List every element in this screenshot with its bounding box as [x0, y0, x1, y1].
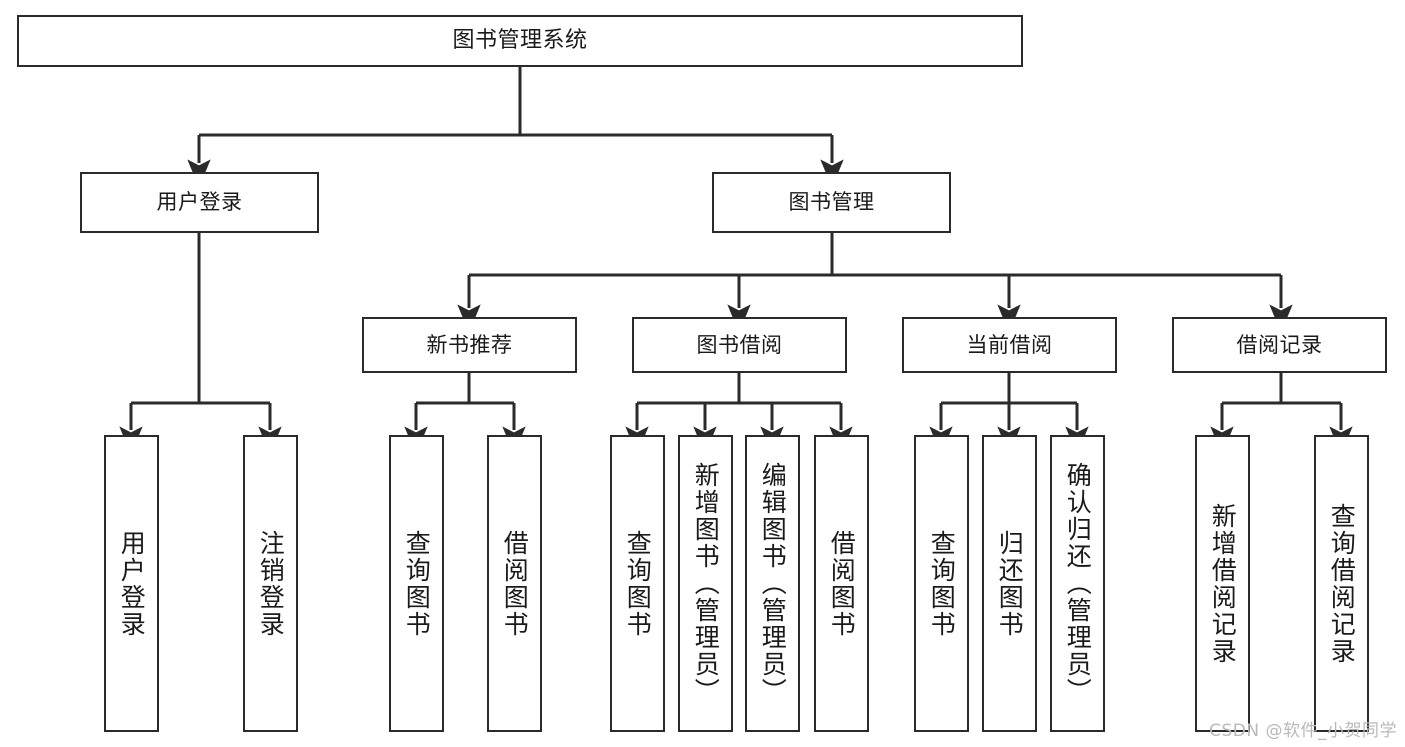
- leaf-query-book-borrow[interactable]: 查询图书: [610, 435, 665, 732]
- leaf-borrow-book-label: 借阅图书: [827, 529, 857, 638]
- node-book-borrow-label: 图书借阅: [696, 332, 783, 357]
- leaf-borrow-book-recommend-label: 借阅图书: [500, 529, 530, 638]
- leaf-confirm-return-admin[interactable]: 确认归还（管理员）: [1050, 435, 1105, 732]
- node-root-label: 图书管理系统: [452, 28, 588, 54]
- leaf-query-book-recommend[interactable]: 查询图书: [389, 435, 444, 732]
- leaf-user-login[interactable]: 用户登录: [104, 435, 159, 732]
- leaf-query-book-current-label: 查询图书: [927, 529, 957, 638]
- node-new-book-recommend-label: 新书推荐: [426, 332, 513, 357]
- leaf-borrow-book-recommend[interactable]: 借阅图书: [487, 435, 542, 732]
- leaf-query-borrow-record[interactable]: 查询借阅记录: [1314, 435, 1369, 732]
- node-borrow-records[interactable]: 借阅记录: [1172, 317, 1387, 373]
- leaf-user-logout[interactable]: 注销登录: [243, 435, 298, 732]
- leaf-user-login-label: 用户登录: [117, 529, 147, 638]
- leaf-edit-book-admin-label: 编辑图书（管理员）: [758, 462, 788, 705]
- node-book-borrow[interactable]: 图书借阅: [632, 317, 847, 373]
- node-current-borrow-label: 当前借阅: [966, 332, 1053, 357]
- node-book-management-label: 图书管理: [788, 190, 875, 215]
- leaf-user-logout-label: 注销登录: [256, 529, 286, 638]
- leaf-query-book-recommend-label: 查询图书: [402, 529, 432, 638]
- node-user-login-label: 用户登录: [156, 190, 243, 215]
- csdn-watermark: CSDN @软件_小贺同学: [1209, 721, 1397, 741]
- node-current-borrow[interactable]: 当前借阅: [902, 317, 1117, 373]
- leaf-return-book[interactable]: 归还图书: [982, 435, 1037, 732]
- leaf-add-borrow-record[interactable]: 新增借阅记录: [1195, 435, 1250, 732]
- leaf-return-book-label: 归还图书: [995, 529, 1025, 638]
- node-new-book-recommend[interactable]: 新书推荐: [362, 317, 577, 373]
- node-book-management[interactable]: 图书管理: [712, 172, 951, 233]
- leaf-query-borrow-record-label: 查询借阅记录: [1327, 502, 1357, 665]
- leaf-query-book-borrow-label: 查询图书: [623, 529, 653, 638]
- leaf-borrow-book[interactable]: 借阅图书: [814, 435, 869, 732]
- leaf-query-book-current[interactable]: 查询图书: [914, 435, 969, 732]
- node-user-login[interactable]: 用户登录: [80, 172, 319, 233]
- node-root[interactable]: 图书管理系统: [17, 15, 1023, 67]
- leaf-add-book-admin[interactable]: 新增图书（管理员）: [678, 435, 733, 732]
- node-borrow-records-label: 借阅记录: [1236, 332, 1323, 357]
- leaf-edit-book-admin[interactable]: 编辑图书（管理员）: [745, 435, 800, 732]
- leaf-add-borrow-record-label: 新增借阅记录: [1208, 502, 1238, 665]
- leaf-confirm-return-admin-label: 确认归还（管理员）: [1063, 462, 1093, 705]
- leaf-add-book-admin-label: 新增图书（管理员）: [691, 462, 721, 705]
